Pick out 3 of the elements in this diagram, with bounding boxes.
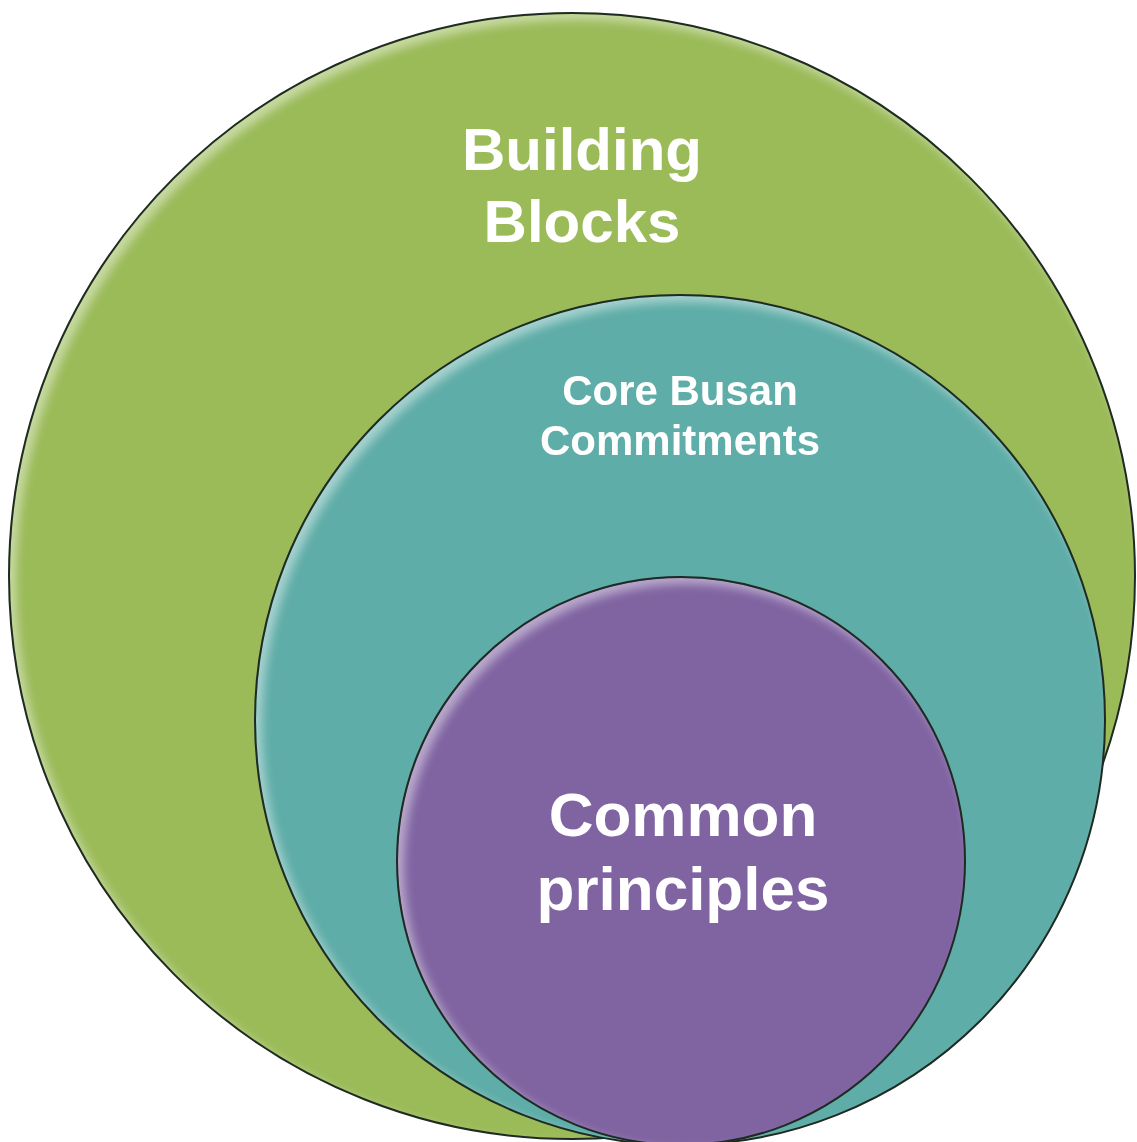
circle-label: Core Busan Commitments: [538, 366, 821, 467]
circle-label: Building Blocks: [461, 115, 703, 257]
circle-label: Common principles: [535, 779, 831, 926]
